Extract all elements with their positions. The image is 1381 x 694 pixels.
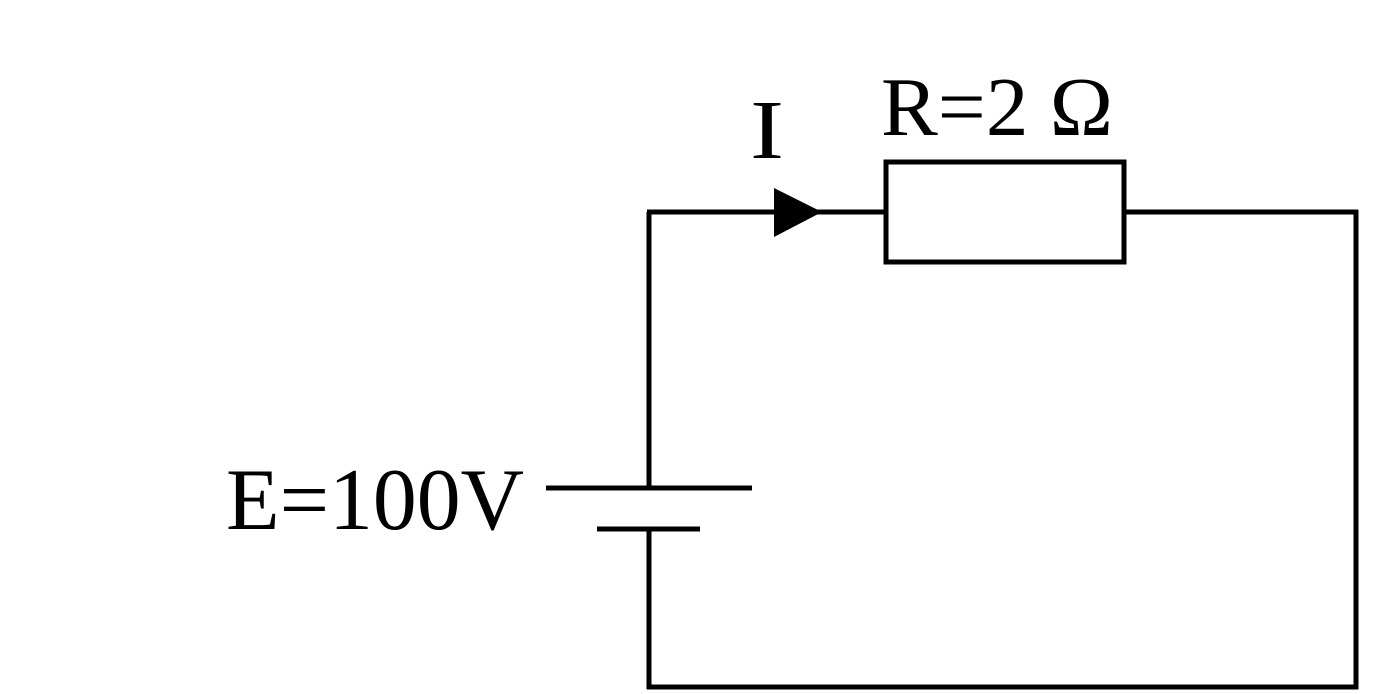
source-label: E=100V [226, 452, 524, 549]
current-label: I [750, 84, 784, 177]
resistor [883, 159, 1127, 265]
current-arrow-icon [774, 188, 822, 237]
resistor-label: R=2 Ω [881, 61, 1113, 154]
